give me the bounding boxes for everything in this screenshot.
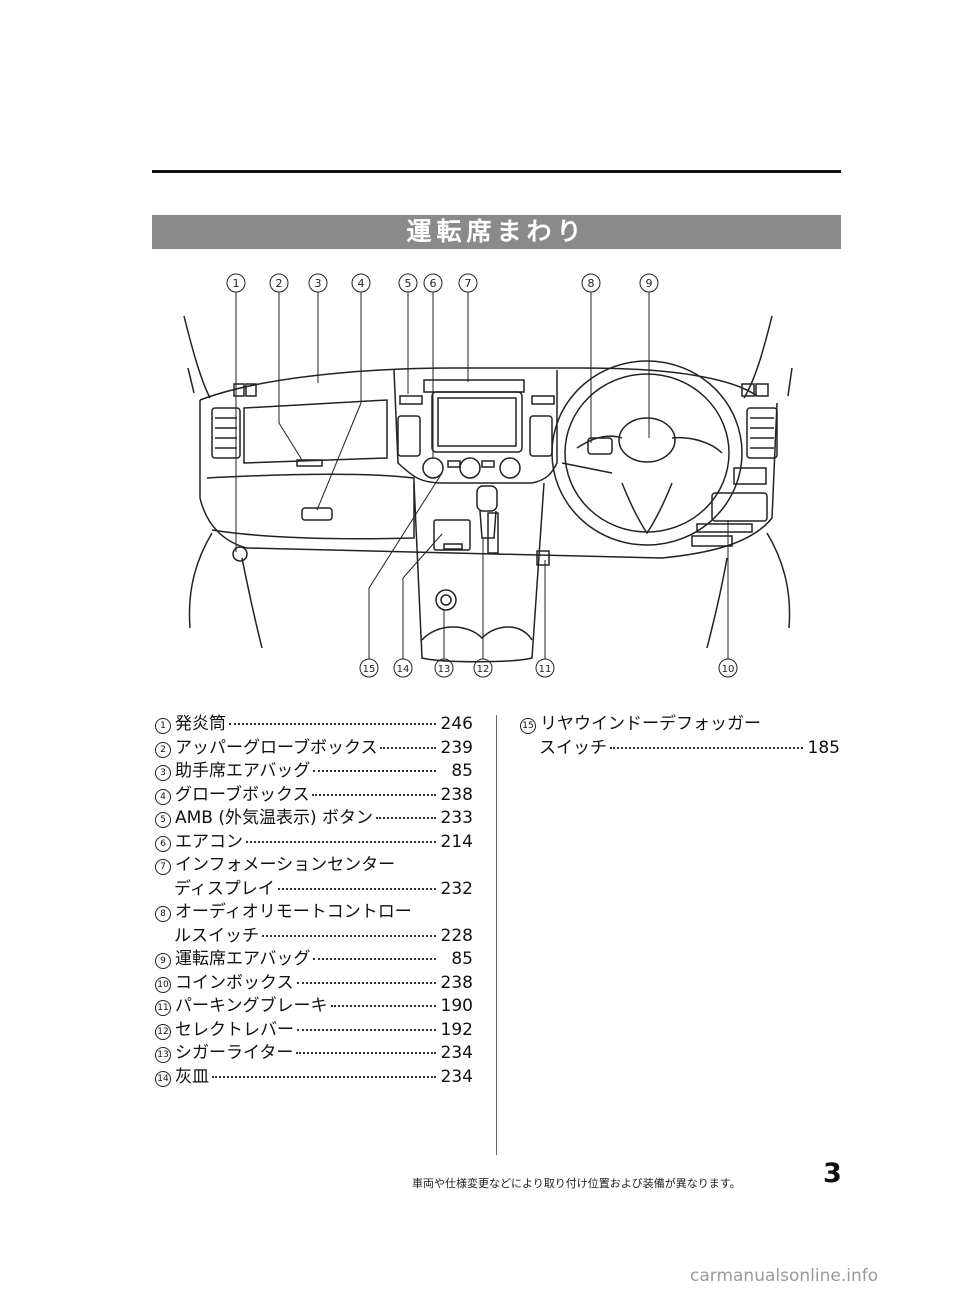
callout-number: 15 <box>520 718 536 734</box>
page-ref: 233 <box>440 808 473 828</box>
item-label: AMB (外気温表示) ボタン <box>175 808 374 828</box>
svg-text:2: 2 <box>276 277 283 290</box>
callout-number: 11 <box>155 1000 171 1016</box>
page-ref: 214 <box>440 831 473 852</box>
callout-number: 6 <box>155 835 171 852</box>
callouts-top <box>226 273 659 552</box>
page-ref: 85 <box>451 761 473 781</box>
callout-number: 1 <box>155 718 171 734</box>
page-ref: 246 <box>440 714 473 734</box>
svg-text:9: 9 <box>646 277 653 290</box>
item-label: 灰皿 <box>175 1066 209 1087</box>
item-label-cont: スイッチ <box>539 737 607 758</box>
callout-number: 12 <box>155 1023 171 1040</box>
svg-text:7: 7 <box>465 277 472 290</box>
page-ref: 234 <box>440 1066 473 1087</box>
item-label: 助手席エアバッグ <box>175 761 311 781</box>
page-ref: 238 <box>440 784 473 805</box>
item-label: リヤウインドーデフォッガー <box>540 714 761 734</box>
svg-text:8: 8 <box>588 277 595 290</box>
page-ref: 185 <box>807 737 840 758</box>
page-ref: 190 <box>440 996 473 1016</box>
page-ref: 234 <box>440 1043 473 1063</box>
page-ref: 85 <box>451 949 473 969</box>
item-label: オーディオリモートコントロー <box>175 902 412 922</box>
svg-text:10: 10 <box>722 664 735 675</box>
svg-text:14: 14 <box>397 664 410 675</box>
item-label: インフォメーションセンター <box>175 855 396 875</box>
svg-text:13: 13 <box>438 664 451 675</box>
item-label-cont: ルスイッチ <box>174 925 259 946</box>
callouts-bottom <box>359 472 738 678</box>
svg-text:3: 3 <box>315 277 322 290</box>
item-label: グローブボックス <box>175 784 310 805</box>
callout-number: 5 <box>155 812 171 828</box>
callout-number: 10 <box>155 976 171 993</box>
item-label: シガーライター <box>175 1043 294 1063</box>
callout-numbers-top: 1 2 3 4 5 6 7 8 9 <box>233 277 653 290</box>
item-label: セレクトレバー <box>175 1019 294 1040</box>
callout-number: 3 <box>155 765 171 781</box>
item-label: アッパーグローブボックス <box>175 737 378 758</box>
watermark: carmanualsonline.info <box>690 1266 879 1286</box>
column-divider <box>496 715 497 1155</box>
item-label: コインボックス <box>175 972 294 993</box>
page-ref: 228 <box>440 925 473 946</box>
callout-number: 4 <box>155 788 171 805</box>
page-number: 3 <box>823 1158 842 1189</box>
svg-text:4: 4 <box>358 277 365 290</box>
footer-note: 車両や仕様変更などにより取り付け位置および装備が異なります。 <box>412 1177 741 1190</box>
item-label: エアコン <box>175 831 243 852</box>
item-label: パーキングブレーキ <box>175 996 328 1016</box>
svg-text:12: 12 <box>477 664 490 675</box>
callout-number: 9 <box>155 953 171 969</box>
callout-number: 8 <box>155 906 171 922</box>
svg-text:15: 15 <box>363 664 376 675</box>
callout-numbers-bottom: 15 14 13 12 11 10 <box>363 664 735 675</box>
callout-number: 13 <box>155 1047 171 1063</box>
svg-text:1: 1 <box>233 277 240 290</box>
page-ref: 238 <box>440 972 473 993</box>
item-label: 運転席エアバッグ <box>175 949 311 969</box>
callout-number: 2 <box>155 741 171 758</box>
svg-text:11: 11 <box>539 664 552 675</box>
page-ref: 239 <box>440 737 473 758</box>
page-ref: 232 <box>440 878 473 899</box>
page-ref: 192 <box>440 1019 473 1040</box>
svg-text:6: 6 <box>430 277 437 290</box>
callout-number: 14 <box>155 1070 171 1087</box>
svg-text:5: 5 <box>405 277 412 290</box>
item-label-cont: ディスプレイ <box>174 878 275 899</box>
section-title: 運転席まわり <box>152 215 841 249</box>
item-label: 発炎筒 <box>175 714 226 734</box>
callout-number: 7 <box>155 859 171 875</box>
top-rule <box>152 170 841 173</box>
